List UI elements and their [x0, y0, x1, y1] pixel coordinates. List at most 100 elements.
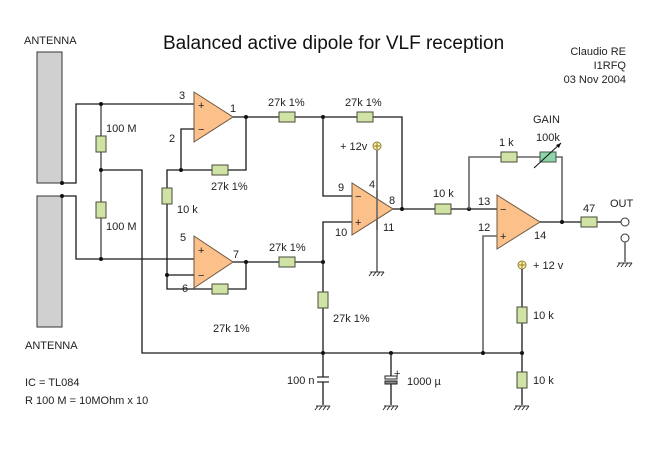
potentiometer-gain[interactable]: [539, 151, 557, 163]
resistor-u3-in-plus: [278, 256, 296, 268]
resistor-u4-fb: [500, 151, 518, 163]
antenna-top-label: ANTENNA: [24, 35, 77, 47]
resistor-fb-u1: [211, 164, 229, 176]
note-ic: IC = TL084: [25, 377, 80, 389]
wire-antenna-top: [62, 103, 194, 184]
pin-u3-vcc: 4: [369, 179, 375, 191]
capacitor-c2: [384, 375, 398, 380]
junction: [244, 260, 248, 264]
junction: [99, 102, 103, 106]
antenna-bottom-label: ANTENNA: [25, 340, 78, 352]
pin-u3-plus: 10: [335, 227, 347, 239]
pin-u1-out: 1: [230, 103, 236, 115]
pin-u3-gnd: 11: [383, 222, 394, 234]
output-ground-terminal[interactable]: [620, 233, 630, 243]
resistor-bias-bottom: [95, 201, 107, 219]
note-resistor: R 100 M = 10MOhm x 10: [25, 395, 148, 407]
wire-antenna-bottom: [62, 195, 194, 260]
opamp-u4-plus-sign: +: [500, 231, 506, 243]
resistor-fb-u2-label: 27k 1%: [213, 323, 250, 335]
potentiometer-label: GAIN: [533, 114, 560, 126]
resistor-bias-bottom-label: 100 M: [106, 221, 137, 233]
wire-u1-minus: [180, 128, 194, 170]
wire-u1-u2-feedback-loop: [166, 117, 247, 290]
ground-u3-icon: [368, 271, 385, 277]
resistor-u3-fb: [356, 111, 374, 123]
opamp-u3-minus-sign: −: [355, 191, 361, 203]
pin-u3-minus: 9: [338, 182, 344, 194]
opamp-u3: [351, 182, 394, 236]
wire-u3-minus: [322, 117, 352, 197]
resistor-bias-top-label: 100 M: [106, 123, 137, 135]
resistor-u3-ref-label: 27k 1%: [333, 313, 370, 325]
junction: [560, 220, 564, 224]
author-name: Claudio RE: [570, 46, 626, 58]
resistor-out: [580, 216, 598, 228]
resistor-divider-bottom: [516, 371, 528, 389]
resistor-divider-top: [516, 306, 528, 324]
resistor-fb-u2: [211, 283, 229, 295]
capacitor-c2-polarity: +: [394, 368, 400, 380]
author-callsign: I1RFQ: [594, 60, 627, 72]
pot-arrow-icon: [533, 142, 562, 169]
opamp-u4-minus-sign: −: [500, 204, 506, 216]
schematic-title: Balanced active dipole for VLF reception: [163, 33, 504, 54]
resistor-u4-fb-label: 1 k: [499, 137, 514, 149]
wire-u3-feedback: [323, 116, 403, 209]
resistor-bias-top: [95, 135, 107, 153]
opamp-u2: [193, 235, 234, 289]
capacitor-c2-label: 1000 µ: [407, 376, 442, 388]
pin-u4-plus: 12: [478, 222, 490, 234]
supply-u3-label: + 12v: [340, 141, 368, 153]
resistor-u4-in: [434, 203, 452, 215]
supply-divider-label: + 12 v: [533, 260, 564, 272]
author-date: 03 Nov 2004: [564, 74, 626, 86]
pin-u2-out: 7: [233, 249, 239, 261]
antenna-top: [36, 51, 63, 184]
resistor-divider-bottom-label: 10 k: [533, 375, 554, 387]
pin-u2-minus: 6: [182, 283, 188, 295]
opamp-u4: [496, 194, 541, 250]
potentiometer-value: 100k: [536, 132, 560, 144]
junction: [99, 257, 103, 261]
resistor-u3-in-minus-label: 27k 1%: [268, 97, 305, 109]
resistor-u3-fb-label: 27k 1%: [345, 97, 382, 109]
junction: [179, 168, 183, 172]
resistor-u3-ref: [317, 291, 329, 309]
resistor-fb-u1-label: 27k 1%: [211, 181, 248, 193]
junction: [60, 181, 64, 185]
junction: [165, 273, 169, 277]
opamp-u2-plus-sign: +: [198, 245, 204, 257]
resistor-u4-in-label: 10 k: [433, 188, 454, 200]
opamp-u3-plus-sign: +: [355, 217, 361, 229]
pin-u4-out: 14: [534, 230, 546, 242]
junction: [60, 194, 64, 198]
capacitor-c1-label: 100 n: [287, 375, 315, 387]
output-label: OUT: [610, 198, 634, 210]
pin-u3-out: 8: [389, 195, 395, 207]
pin-u4-minus: 13: [478, 196, 490, 208]
ground-c1-icon: [314, 405, 331, 411]
opamp-u2-minus-sign: −: [198, 270, 204, 282]
antenna-bottom: [36, 195, 63, 328]
opamp-u1-plus-sign: +: [198, 100, 204, 112]
ground-divider-icon: [513, 405, 530, 411]
resistor-divider-top-label: 10 k: [533, 310, 554, 322]
resistor-out-label: 47: [583, 203, 595, 215]
wire-u4-plus: [482, 235, 497, 353]
ground-c2-icon: [382, 405, 399, 411]
opamp-u1-minus-sign: −: [198, 124, 204, 136]
opamp-u1: [193, 91, 234, 143]
pin-u2-plus: 5: [180, 232, 186, 244]
pin-u1-plus: 3: [179, 90, 185, 102]
resistor-u3-in-minus: [278, 111, 296, 123]
ground-output-icon: [616, 262, 633, 268]
resistor-gain: [161, 187, 173, 205]
output-terminal[interactable]: [620, 217, 630, 227]
junction: [481, 351, 485, 355]
wire-u3-plus: [322, 221, 352, 353]
resistor-gain-label: 10 k: [177, 204, 198, 216]
pin-u1-minus: 2: [169, 133, 175, 145]
resistor-u3-in-plus-label: 27k 1%: [269, 242, 306, 254]
